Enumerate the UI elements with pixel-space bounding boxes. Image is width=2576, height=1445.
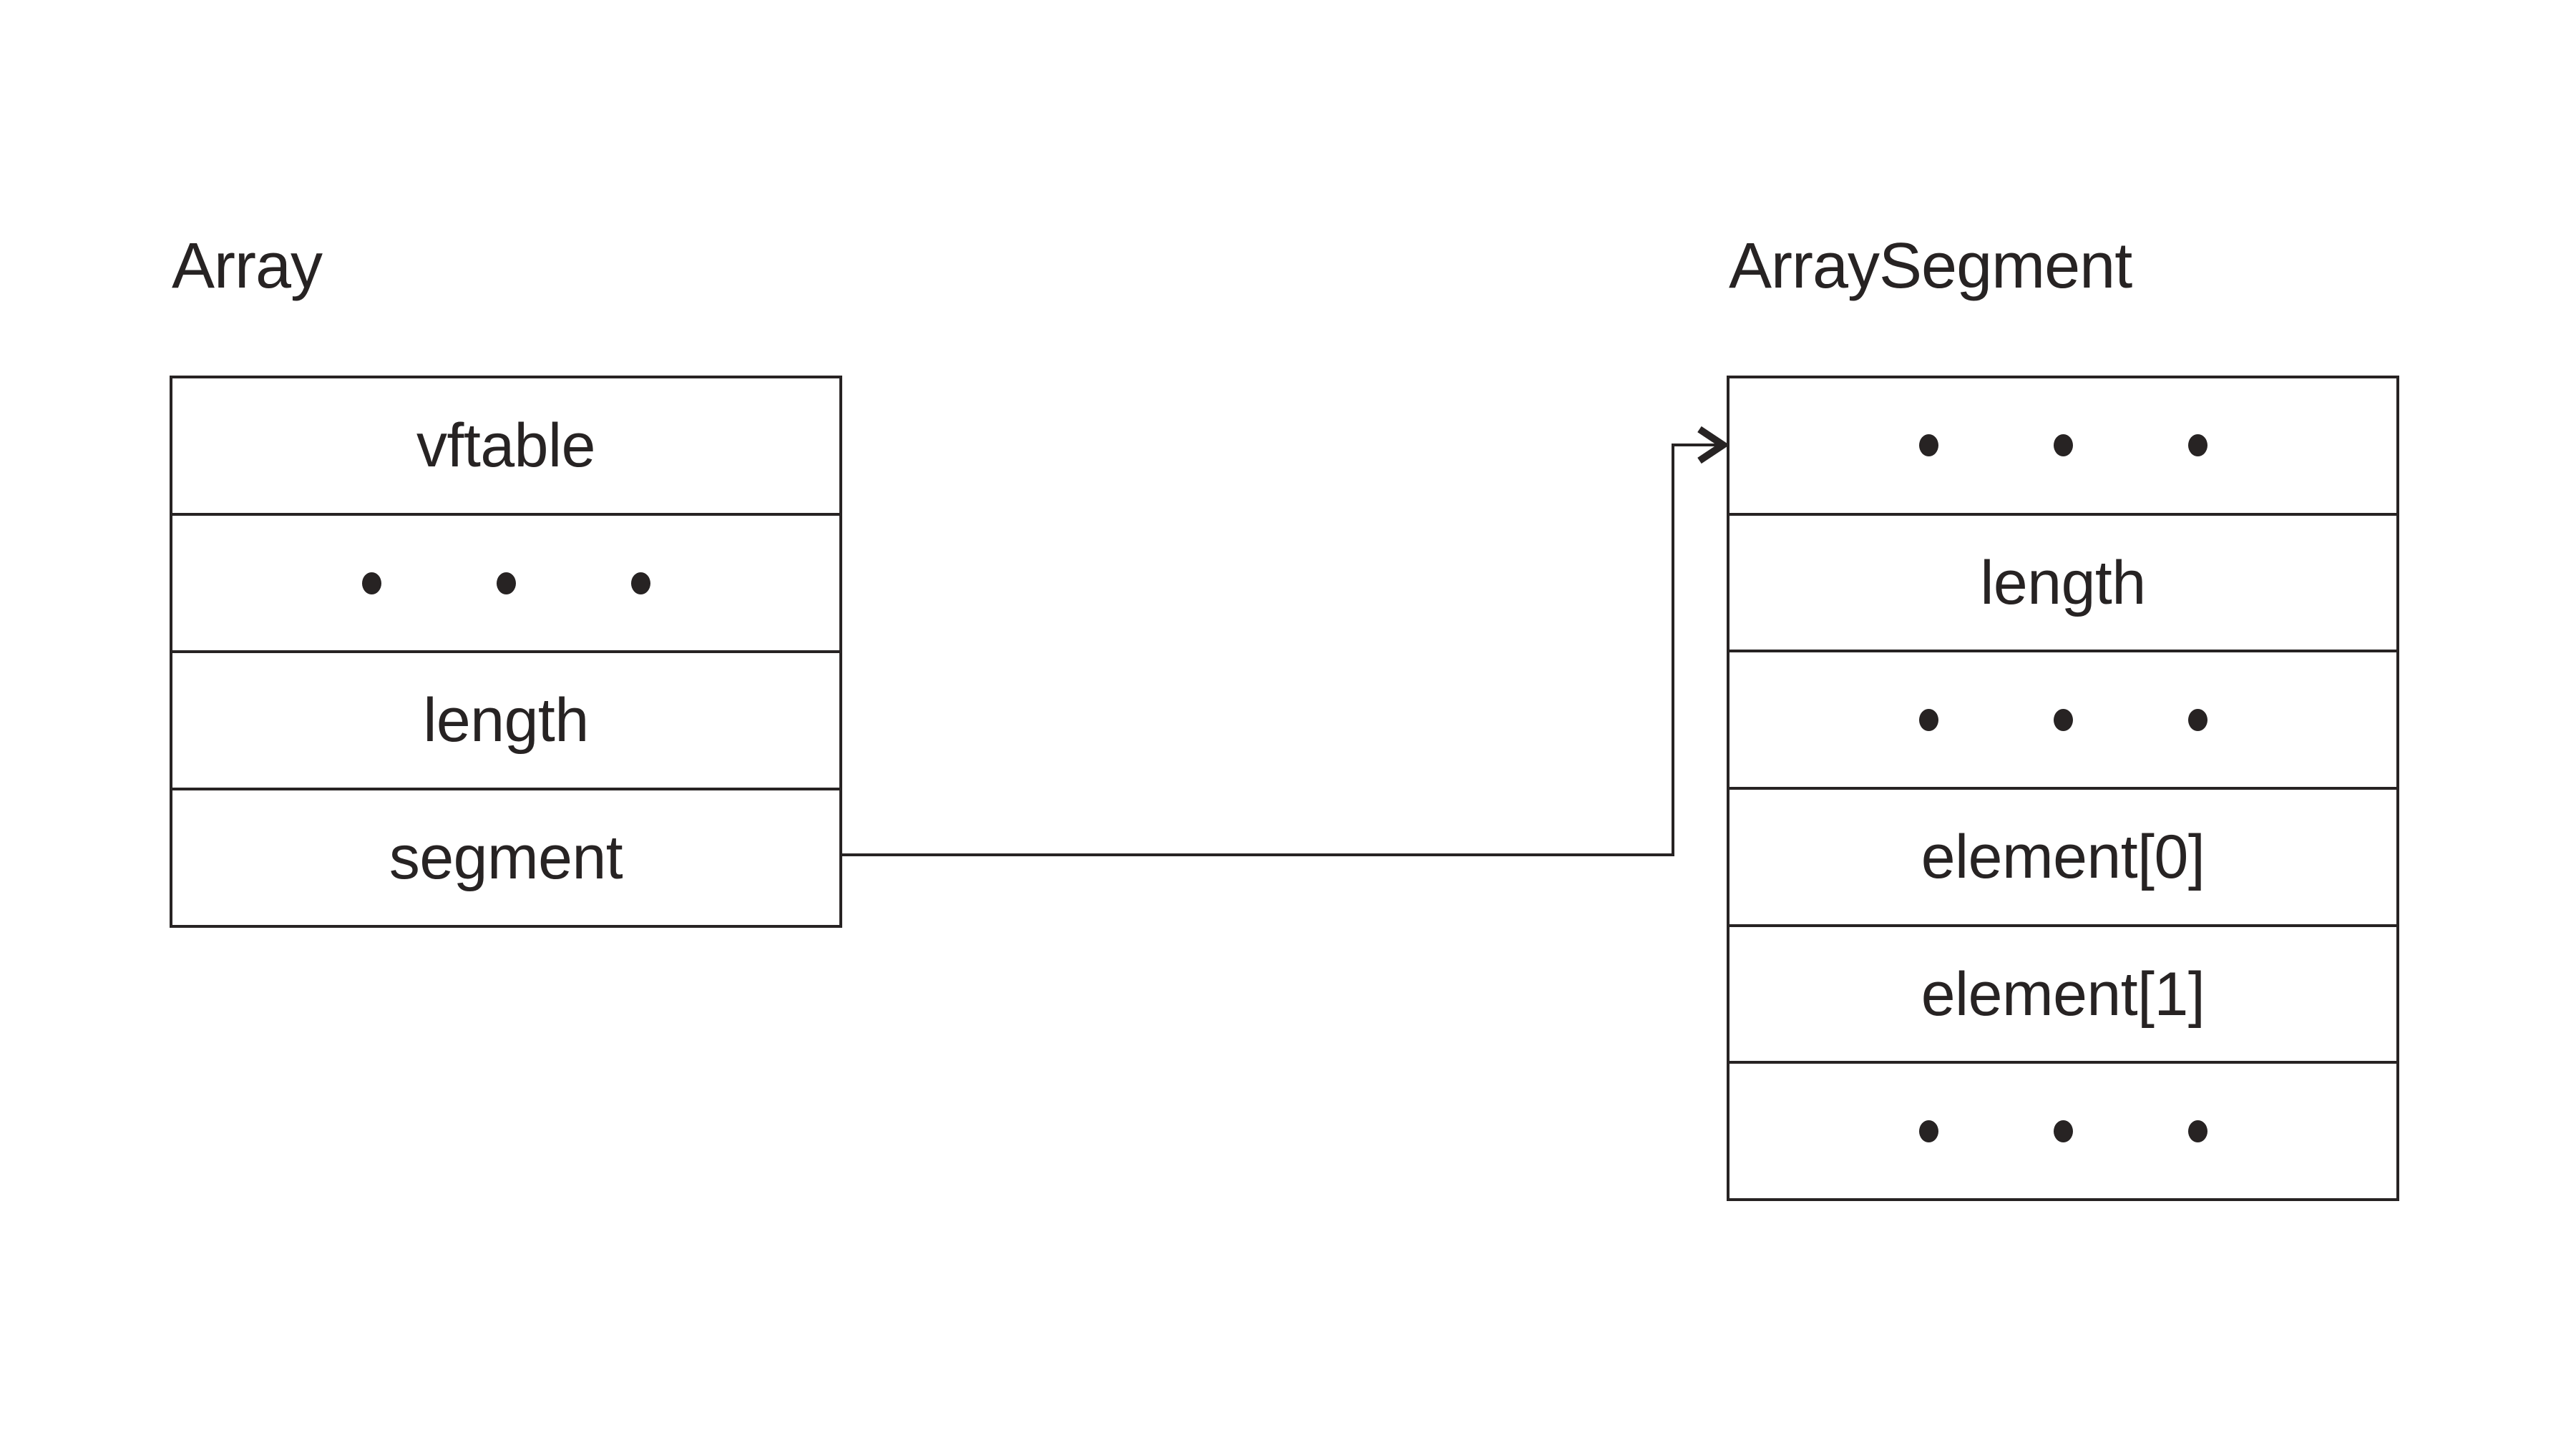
array-struct-box: vftable length segment xyxy=(170,376,842,928)
array-struct-title: Array xyxy=(172,230,323,302)
dot-icon xyxy=(361,572,381,594)
array-row-segment: segment xyxy=(172,788,839,925)
dot-icon xyxy=(2053,708,2073,731)
dot-icon xyxy=(496,572,516,594)
ellipsis-dots-icon xyxy=(1918,1120,2207,1142)
array-row-length: length xyxy=(172,650,839,788)
arraysegment-row-length: length xyxy=(1729,512,2396,650)
arraysegment-struct-title: ArraySegment xyxy=(1729,230,2132,302)
cell-label: element[1] xyxy=(1921,959,2205,1029)
cell-label: segment xyxy=(389,823,623,892)
arrowhead-icon xyxy=(1697,426,1730,464)
ellipsis-dots-icon xyxy=(1918,708,2207,731)
ellipsis-dots-icon xyxy=(361,572,650,594)
arraysegment-row-ellipsis xyxy=(1729,378,2396,513)
ellipsis-dots-icon xyxy=(1918,434,2207,457)
array-row-vftable: vftable xyxy=(172,378,839,513)
dot-icon xyxy=(2053,1120,2073,1142)
dot-icon xyxy=(630,572,650,594)
array-row-ellipsis xyxy=(172,513,839,650)
dot-icon xyxy=(2187,1120,2207,1142)
connector-elbow-line xyxy=(841,444,1719,856)
arraysegment-row-ellipsis xyxy=(1729,650,2396,787)
cell-label: length xyxy=(423,686,589,755)
cell-label: element[0] xyxy=(1921,822,2205,891)
arraysegment-struct-box: length element[0] element[1] xyxy=(1727,376,2399,1201)
arraysegment-row-ellipsis xyxy=(1729,1061,2396,1198)
dot-icon xyxy=(2053,434,2073,457)
dot-icon xyxy=(1918,434,1938,457)
cell-label: length xyxy=(1980,548,2146,617)
dot-icon xyxy=(1918,708,1938,731)
dot-icon xyxy=(2187,708,2207,731)
arraysegment-row-element1: element[1] xyxy=(1729,924,2396,1062)
cell-label: vftable xyxy=(416,411,595,480)
arraysegment-row-element0: element[0] xyxy=(1729,787,2396,924)
dot-icon xyxy=(1918,1120,1938,1142)
dot-icon xyxy=(2187,434,2207,457)
